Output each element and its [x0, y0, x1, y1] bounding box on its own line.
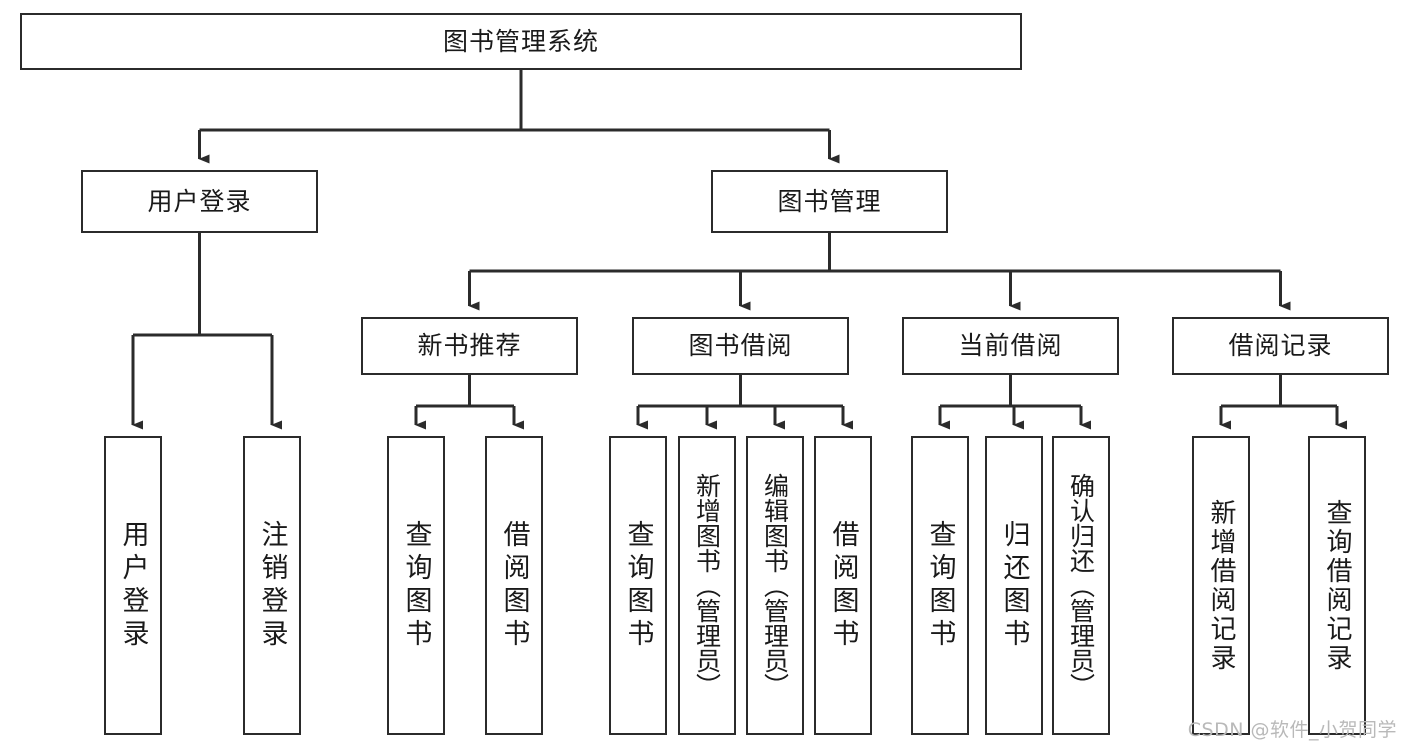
- node-leaf-borrow-book-1[interactable]: 借阅图书: [485, 436, 543, 735]
- node-leaf-query-book-1[interactable]: 查询图书: [387, 436, 445, 735]
- node-label-leaf-query-book-3: 查询图书: [924, 519, 956, 652]
- node-label-book-borrow: 图书借阅: [688, 331, 793, 360]
- node-label-leaf-query-record: 查询借阅记录: [1322, 498, 1352, 673]
- node-leaf-confirm-ret[interactable]: 确认归还（管理员）: [1052, 436, 1110, 735]
- node-leaf-return-book[interactable]: 归还图书: [985, 436, 1043, 735]
- node-label-current-borrow: 当前借阅: [958, 331, 1063, 360]
- node-leaf-borrow-book-2[interactable]: 借阅图书: [814, 436, 872, 735]
- node-leaf-query-record[interactable]: 查询借阅记录: [1308, 436, 1366, 735]
- node-label-borrow-record: 借阅记录: [1228, 331, 1333, 360]
- node-borrow-record[interactable]: 借阅记录: [1172, 317, 1389, 375]
- node-label-leaf-query-book-2: 查询图书: [622, 519, 654, 652]
- node-leaf-user-logout[interactable]: 注销登录: [243, 436, 301, 735]
- node-book-borrow[interactable]: 图书借阅: [632, 317, 849, 375]
- node-leaf-query-book-3[interactable]: 查询图书: [911, 436, 969, 735]
- node-label-leaf-query-book-1: 查询图书: [400, 519, 432, 652]
- node-label-leaf-confirm-ret: 确认归还（管理员）: [1066, 473, 1096, 698]
- node-label-leaf-user-login: 用户登录: [117, 519, 149, 652]
- node-label-leaf-add-record: 新增借阅记录: [1206, 498, 1236, 673]
- node-leaf-edit-book[interactable]: 编辑图书（管理员）: [746, 436, 804, 735]
- csdn-watermark: CSDN @软件_小贺同学: [1187, 719, 1397, 741]
- node-leaf-add-record[interactable]: 新增借阅记录: [1192, 436, 1250, 735]
- node-label-leaf-edit-book: 编辑图书（管理员）: [760, 473, 790, 698]
- node-leaf-user-login[interactable]: 用户登录: [104, 436, 162, 735]
- node-label-leaf-user-logout: 注销登录: [256, 519, 288, 652]
- node-label-user-login: 用户登录: [147, 186, 252, 216]
- node-current-borrow[interactable]: 当前借阅: [902, 317, 1119, 375]
- node-label-root: 图书管理系统: [442, 26, 599, 56]
- node-label-leaf-borrow-book-2: 借阅图书: [827, 519, 859, 652]
- node-leaf-add-book[interactable]: 新增图书（管理员）: [678, 436, 736, 735]
- node-user-login[interactable]: 用户登录: [81, 170, 318, 233]
- node-label-new-book-rec: 新书推荐: [417, 331, 522, 360]
- node-leaf-query-book-2[interactable]: 查询图书: [609, 436, 667, 735]
- node-label-leaf-add-book: 新增图书（管理员）: [692, 473, 722, 698]
- node-label-leaf-borrow-book-1: 借阅图书: [498, 519, 530, 652]
- node-label-book-manage: 图书管理: [777, 186, 882, 216]
- node-new-book-rec[interactable]: 新书推荐: [361, 317, 578, 375]
- node-label-leaf-return-book: 归还图书: [998, 519, 1030, 652]
- node-root[interactable]: 图书管理系统: [20, 13, 1022, 70]
- node-book-manage[interactable]: 图书管理: [711, 170, 948, 233]
